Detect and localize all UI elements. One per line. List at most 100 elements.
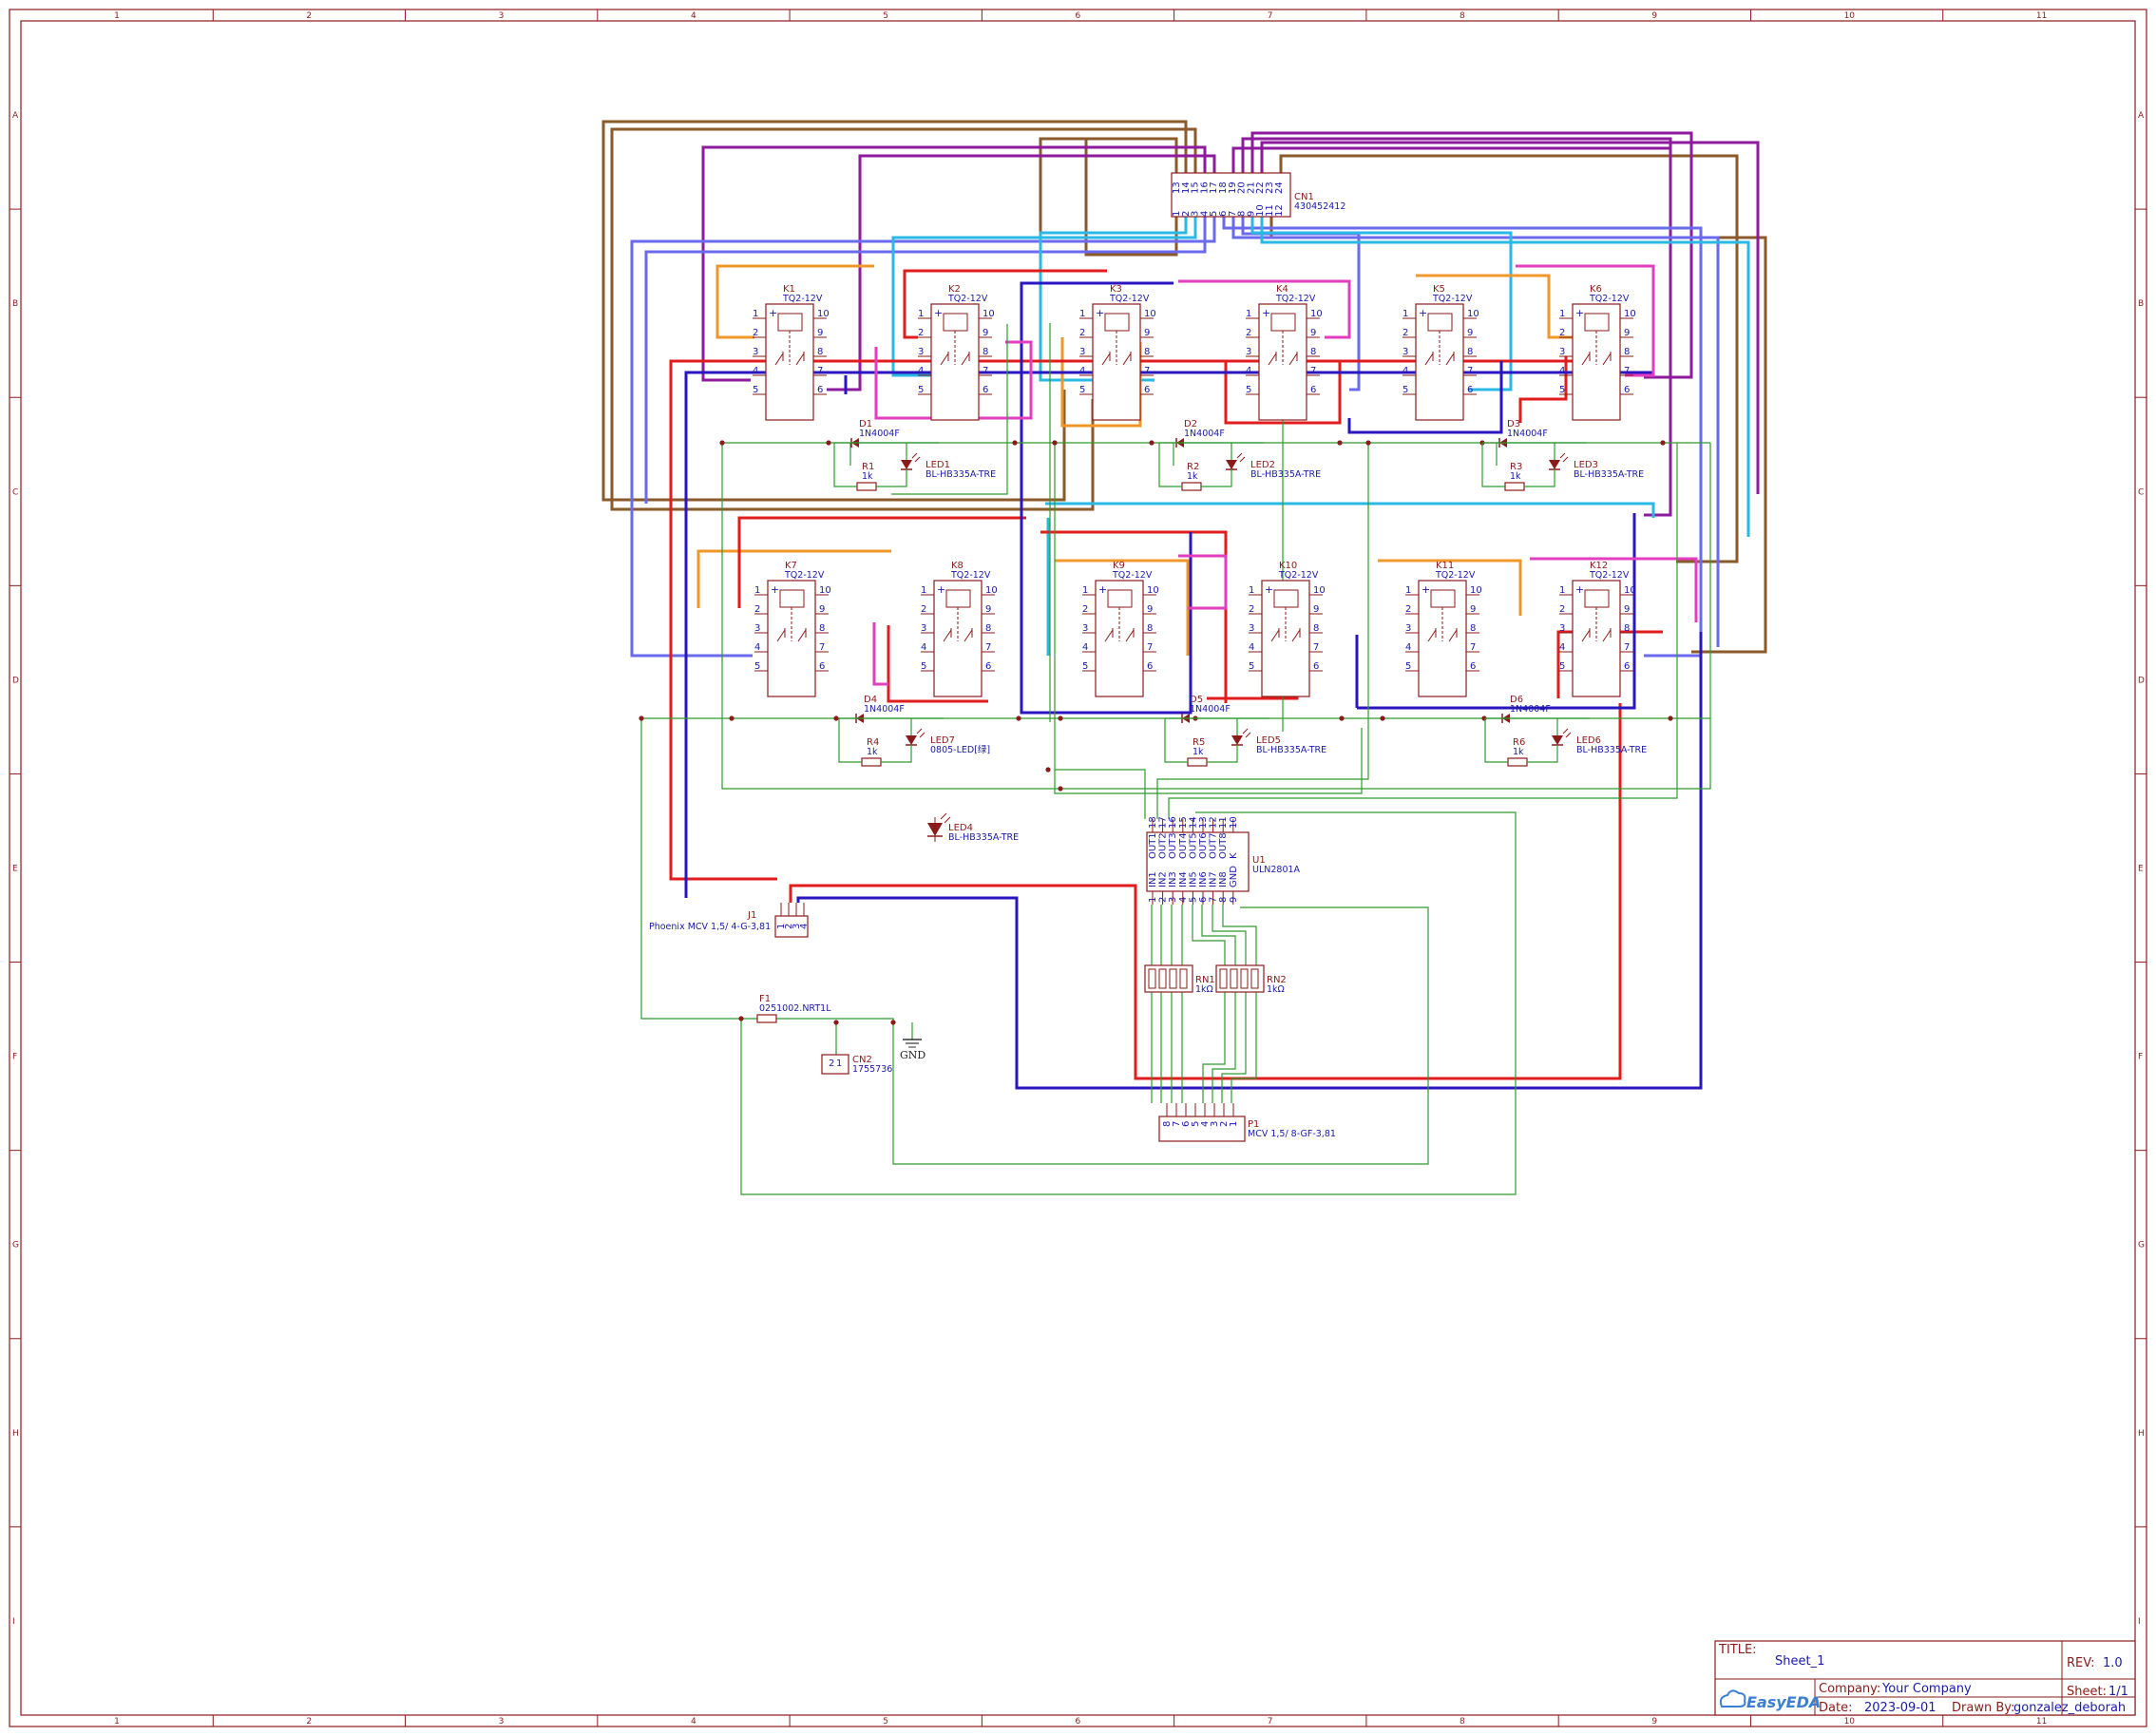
relay-pin-label: 4: [1402, 366, 1408, 376]
svg-text:+: +: [937, 583, 945, 596]
drawn-label: Drawn By:: [1952, 1701, 2014, 1715]
cn1-pin-label: 4: [1199, 211, 1210, 217]
led4[interactable]: LED4 BL-HB335A-TRE: [927, 812, 1019, 843]
frame-row-label: A: [2138, 111, 2145, 121]
bus-darkblue: [1357, 513, 1636, 710]
outer-frame: [9, 9, 2147, 1727]
relay-pin-label: 10: [819, 585, 831, 596]
svg-text:8: 8: [1218, 897, 1229, 903]
wire: [740, 811, 1517, 1195]
relay-pin-label: 9: [819, 604, 825, 615]
frame-col-label: 3: [499, 11, 505, 21]
wire: [892, 906, 1429, 1165]
svg-text:4: 4: [1178, 897, 1189, 903]
ic-u1[interactable]: 18OUT117OUT216OUT315OUT414OUT513OUT612OU…: [1146, 816, 1301, 905]
frame-col-label: 5: [883, 11, 888, 21]
relay-pin-label: 5: [753, 385, 758, 395]
svg-text:5: 5: [1191, 1121, 1201, 1127]
cn1-pin-label: 1: [1172, 211, 1182, 217]
company-label: Company:: [1819, 1682, 1880, 1696]
relay-pin-label: 6: [1624, 661, 1630, 672]
relay-pin-label: 8: [817, 347, 823, 357]
svg-text:+: +: [1421, 583, 1430, 596]
junction-dot: [1052, 440, 1058, 446]
resistor-network-rn2[interactable]: RN2 1kΩ: [1215, 964, 1287, 995]
frame-col-label: 4: [691, 11, 696, 21]
relay-pin-label: 1: [1405, 585, 1411, 596]
relay-pin-label: 9: [1624, 328, 1630, 338]
cn1-pin-label: 7: [1228, 211, 1238, 217]
diode-ref: D3: [1507, 419, 1520, 429]
relay-pin-label: 2: [1405, 604, 1411, 615]
frame-ticks: [10, 10, 2146, 1726]
junction-dot: [826, 440, 831, 446]
rev-label: REV:: [2067, 1656, 2094, 1670]
frame-col-label: 1: [114, 11, 120, 21]
frame-row-label: D: [12, 676, 19, 685]
svg-text:IN3: IN3: [1168, 871, 1178, 887]
relay-pin-label: 6: [985, 661, 991, 672]
relay-pin-label: 1: [1249, 585, 1254, 596]
svg-text:14: 14: [1188, 816, 1198, 829]
relay-pin-label: 6: [817, 385, 823, 395]
led-ref: LED2: [1250, 460, 1275, 470]
led4-ref: LED4: [948, 823, 973, 833]
bus-brown: [1279, 154, 1739, 563]
bus-brown: [1269, 217, 1767, 654]
bus-purple: [1231, 146, 1670, 173]
resistor-network-rn1[interactable]: RN1 1kΩ: [1144, 964, 1215, 995]
inner-frame: [20, 20, 2136, 1716]
relay-pin-label: 9: [1144, 328, 1150, 338]
relay-ref: K1: [783, 284, 795, 295]
led-ref: LED1: [925, 460, 950, 470]
relay-pin-label: 4: [918, 366, 924, 376]
relay-pin-label: 5: [1079, 385, 1085, 395]
resistor-value: 1k: [1192, 747, 1204, 757]
bus-pink: [1530, 557, 1698, 622]
relay-pin-label: 2: [1246, 328, 1251, 338]
easyeda-logo-text: EasyEDA: [1746, 1693, 1821, 1711]
relay-pin-label: 8: [1144, 347, 1150, 357]
relay-ref: K7: [785, 561, 797, 571]
svg-text:1: 1: [1229, 1121, 1239, 1127]
fuse-f1[interactable]: F1 0251002.NRT1L: [756, 994, 831, 1023]
relay-pin-label: 6: [1467, 385, 1473, 395]
relay-pin-label: 5: [1405, 661, 1411, 672]
junctions: [639, 440, 1673, 1025]
wire: [1192, 905, 1257, 965]
connector-cn2[interactable]: 2 1 CN2 1755736: [821, 1054, 892, 1075]
relay-ref: K11: [1436, 561, 1454, 571]
relay-value: TQ2-12V: [1112, 570, 1153, 581]
bus-darkblue: [684, 371, 1653, 898]
relay-pin-label: 4: [753, 366, 758, 376]
